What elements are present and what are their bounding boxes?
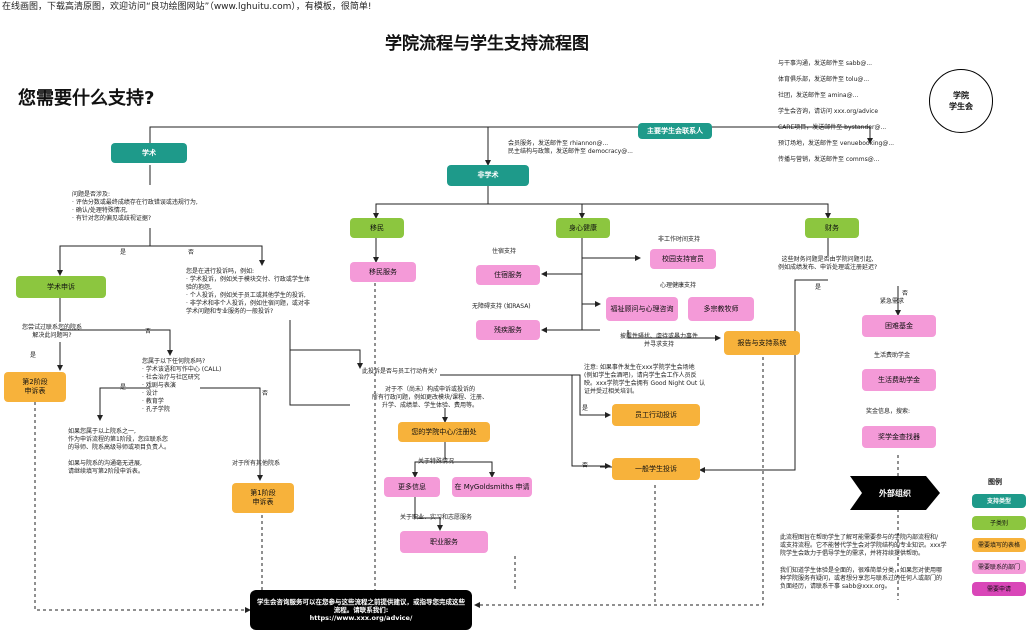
staff-complaint-node[interactable]: 员工行动投诉 [612, 404, 700, 426]
legend-department: 需要联系的部门 [972, 560, 1026, 574]
stage1-form-label: 第1阶段 申诉表 [250, 489, 276, 506]
chaplain-node[interactable]: 多宗教牧师 [688, 297, 754, 321]
main-question: 您需要什么支持? [18, 88, 155, 109]
nonyet-text: 对于不（尚未）构成申诉或投诉的 所有行政问题，例如更改模块/课程、注册、 升学、… [372, 386, 489, 409]
no-label-2: 否 [145, 328, 152, 335]
legend-apply: 需要申请 [972, 582, 1026, 596]
su-circle-label: 学院 学生会 [949, 91, 973, 111]
legend-support-type: 支持类型 [972, 494, 1026, 508]
belong-question: 您属于以下任何院系吗? · 学术该语和写作中心 (CALL) · 社会治疗与社区… [142, 358, 222, 413]
no-label-5: 否 [582, 462, 589, 469]
academic-question: 问题是否涉及: · 评估分数或最终成绩存在行政错误或违规行为, · 确认/处理特… [72, 191, 198, 222]
staff-action-question: 此投诉是否与员工行动有关? [362, 368, 438, 375]
mygold-node[interactable]: 在 MyGoldsmiths 申请 [452, 477, 532, 497]
no-label-finance: 否 [902, 290, 909, 297]
emergency-label: 紧急需求 [880, 298, 905, 305]
housing-label: 住宿支持 [492, 248, 517, 255]
offhours-label: 非工作时间支持 [658, 236, 701, 243]
academic-node[interactable]: 学术 [111, 143, 187, 163]
housing-service-node[interactable]: 住宿服务 [476, 265, 540, 285]
careers-label: 关于职业、实习和志愿服务 [400, 514, 473, 521]
school-office-node[interactable]: 您的学院中心/注册处 [398, 422, 490, 442]
external-org-label: 外部组织 [879, 488, 911, 498]
hardship-node[interactable]: 困难基金 [862, 315, 936, 337]
general-complaint-node[interactable]: 一般学生投诉 [612, 458, 700, 480]
stage2-form-label: 第2阶段 申诉表 [22, 378, 48, 395]
footer-note-2: 我们知道学生体验是全面的，很难简单分类，如果您对使用哪 种学院服务有疑问，或者想… [780, 567, 943, 590]
harass-label: 披露性骚扰、虐待或暴力事件 并寻求支持 [620, 333, 699, 348]
su-circle: 学院 学生会 [929, 69, 993, 133]
yes-label-2: 是 [30, 352, 37, 359]
scholar-label: 奖金信息，搜索: [866, 408, 911, 415]
disability-label: 无障碍支持 (如RASA) [472, 303, 531, 310]
finance-node[interactable]: 财务 [805, 218, 859, 238]
external-arrow-shape [850, 476, 940, 510]
yes-label-1: 是 [120, 249, 127, 256]
immigration-node[interactable]: 移民 [350, 218, 404, 238]
living-label: 生活费助学金 [874, 352, 911, 359]
external-org-arrow: 外部组织 [850, 476, 940, 510]
advice-box[interactable]: 学生会咨询服务可以在您参与这些流程之前提供建议，或指导您完成这些流程。请联系我们… [250, 590, 472, 630]
finance-question: 这些财务问题是否由学院问题引起, 例如成绩发布、申诉处理或注册延迟? [778, 256, 878, 271]
legend-form: 需要填写的表格 [972, 538, 1026, 552]
report-support-node[interactable]: 报告与支持系统 [724, 331, 800, 355]
counselling-node[interactable]: 福祉顾问与心理咨询 [606, 297, 678, 321]
su-contacts-list: 与干事沟通，发送邮件至 sabb@... 体育俱乐部，发送邮件至 tolu@..… [778, 60, 895, 163]
belong-yes-text: 如果您属于以上院系之一, 作为申诉流程的第1阶段，您应联系您 的导师、院系高级导… [68, 428, 171, 475]
immigration-service-node[interactable]: 移民服务 [350, 262, 416, 282]
yes-label-3: 是 [120, 384, 127, 391]
yes-label-5: 是 [582, 405, 589, 412]
academic-appeal-node[interactable]: 学术申诉 [16, 276, 106, 298]
more-info-node[interactable]: 更多信息 [384, 477, 440, 497]
staff-note: 注意: 如果事件发生在xxx学院学生会场地 (例如学生会酒吧)，请向学生会工作人… [584, 364, 706, 395]
stage2-form-node[interactable]: 第2阶段 申诉表 [4, 372, 66, 402]
scholarship-node[interactable]: 奖学金查找器 [862, 426, 936, 448]
legend-subcategory: 子类别 [972, 516, 1026, 530]
career-service-node[interactable]: 职业服务 [400, 531, 488, 553]
no-label-1: 否 [188, 249, 195, 256]
advice-text: 学生会咨询服务可以在您参与这些流程之前提供建议，或指导您完成这些流程。请联系我们… [257, 598, 465, 622]
living-fund-node[interactable]: 生活费助学金 [862, 369, 936, 391]
contacts-top-text: 会员服务，发送邮件至 rhiannon@... 民主结构与政策，发送邮件至 de… [508, 140, 633, 155]
mental-label: 心理健康支持 [660, 282, 697, 289]
tried-question: 您尝试过联系您的院系 解决此问题吗? [22, 324, 83, 339]
ongoing-question: 您是在进行投诉吗，例如: · 学术投诉，例如关于模块交付、行政或学生体 验的抱怨… [186, 268, 310, 315]
page-title: 学院流程与学生支持流程图 [385, 34, 589, 54]
yes-label-finance: 是 [815, 284, 822, 291]
other-depts-label: 对于所有其他院系 [232, 460, 281, 467]
main-contact-node[interactable]: 主要学生会联系人 [638, 123, 712, 139]
footer-note-1: 此流程图旨在帮助学生了解可能需要参与的学院内部流程和/ 或支持流程。它不能替代学… [780, 534, 947, 557]
banner-text: 在线画图，下载高清原图，欢迎访问“良功绘图网站”（www.lghuitu.com… [2, 2, 372, 12]
disability-service-node[interactable]: 残疾服务 [476, 320, 540, 340]
legend-title: 图例 [988, 478, 1002, 486]
campus-support-node[interactable]: 校园支持官员 [650, 249, 716, 269]
special-label: 关于特殊情况 [418, 458, 455, 465]
wellbeing-node[interactable]: 身心健康 [556, 218, 610, 238]
no-label-3: 否 [262, 390, 269, 397]
nonacademic-node[interactable]: 非学术 [447, 165, 529, 186]
stage1-form-node[interactable]: 第1阶段 申诉表 [232, 483, 294, 513]
